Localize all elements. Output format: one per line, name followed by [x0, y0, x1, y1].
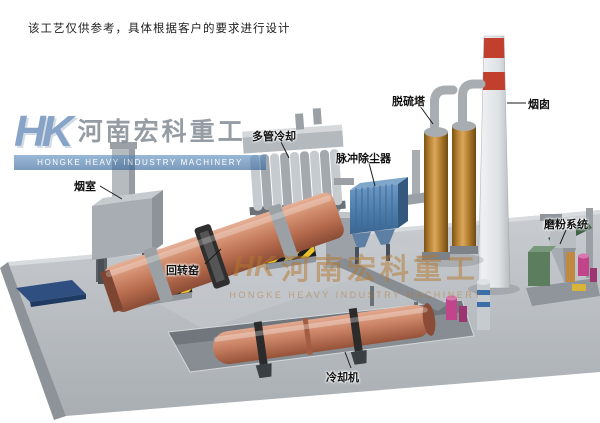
- design-note: 该工艺仅供参考，具体根据客户的要求进行设计: [28, 23, 291, 35]
- desulfurization-towers-graphic: [400, 79, 486, 267]
- label-pulse-dust-collector: 脉冲除尘器: [336, 153, 391, 165]
- logo-company-name: 河南宏科重工: [77, 118, 246, 146]
- small-tower-graphic: [477, 279, 490, 330]
- cooling-machine-graphic: [212, 303, 436, 379]
- center-watermark-monogram: HK: [233, 250, 275, 283]
- leader-lines: [99, 102, 567, 369]
- logo-monogram: HK: [14, 107, 74, 157]
- discharge-units-graphic: [446, 295, 467, 322]
- rotary-kiln-graphic: [99, 192, 344, 313]
- company-logo: HK 河南宏科重工 HONGKE HEAVY INDUSTRY MACHINER…: [14, 107, 266, 170]
- label-grinding-system: 磨粉系统: [544, 219, 588, 231]
- label-rotary-kiln: 回转窑: [166, 265, 199, 277]
- label-chimney: 烟囱: [528, 99, 550, 111]
- logo-banner-text: HONGKE HEAVY INDUSTRY MACHINERY: [14, 155, 266, 170]
- logo-row: HK 河南宏科重工: [14, 107, 266, 157]
- label-smoke-chamber: 烟室: [74, 181, 96, 193]
- dust-collector-graphic: [334, 177, 408, 264]
- chimney-graphic: [468, 35, 520, 295]
- label-multi-tube-cooler: 多管冷却: [252, 131, 296, 143]
- center-watermark-en: HONGKE HEAVY INDUSTRY MACHINERY: [229, 290, 483, 300]
- center-watermark-row: HK 河南宏科重工: [226, 246, 486, 288]
- center-watermark: HK 河南宏科重工 HONGKE HEAVY INDUSTRY MACHINER…: [226, 246, 486, 301]
- label-desulfurization-tower: 脱硫塔: [392, 96, 425, 108]
- label-cooling-machine: 冷却机: [326, 372, 359, 384]
- center-watermark-name: 河南宏科重工: [280, 254, 479, 286]
- smoke-chamber-graphic: [16, 142, 163, 307]
- grinding-system-graphic: [526, 208, 600, 306]
